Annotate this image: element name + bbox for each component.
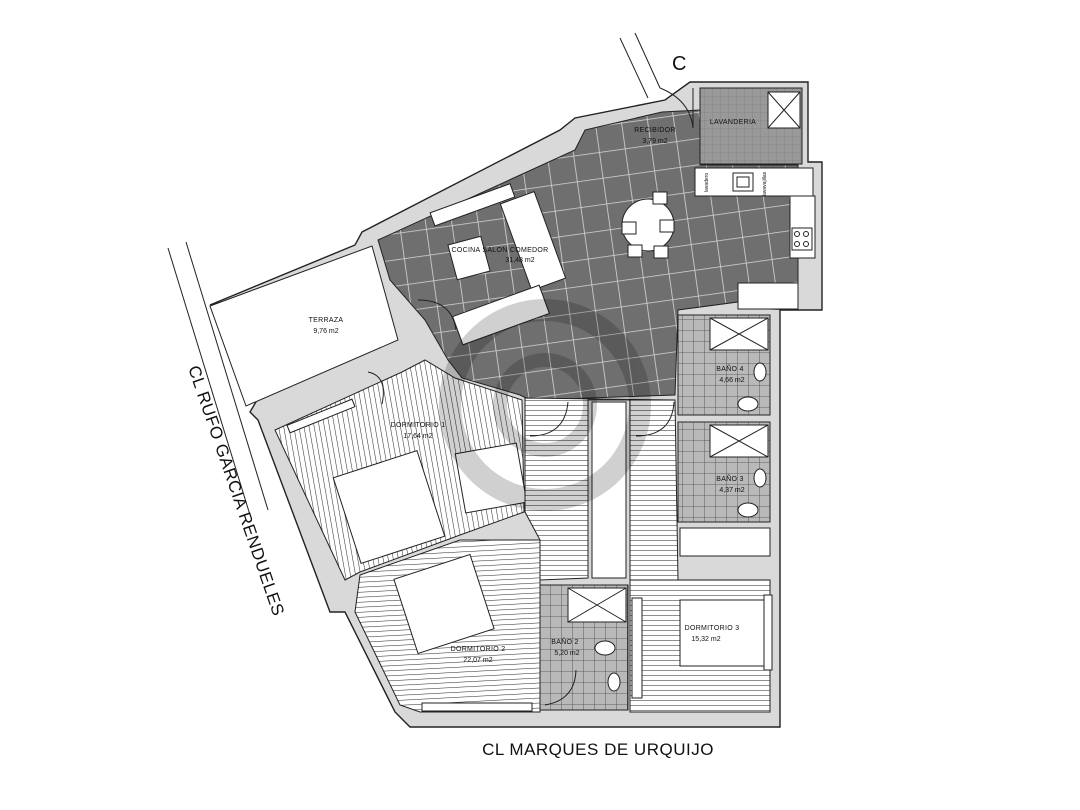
label-lavadero: lavadero [704,173,710,192]
coffee-table [447,235,491,281]
street-label-bottom: CL MARQUES DE URQUIJO [482,740,714,759]
svg-text:22,07 m2: 22,07 m2 [463,657,492,664]
fridge [737,282,799,310]
terrace-door-swing [417,299,457,331]
label-dormitorio1: DORMITORIO 1 [391,422,446,429]
bedroom2-window [421,702,533,712]
tv-cabinet [429,183,516,227]
bedroom1-bed [332,449,446,565]
sofa-bottom [452,284,550,346]
svg-text:3,79 m2: 3,79 m2 [642,138,667,145]
svg-text:4,66 m2: 4,66 m2 [719,377,744,384]
terrace-floor [209,245,399,407]
label-bano3: BAÑO 3 [716,474,743,483]
bedroom1-wardrobe [454,442,528,514]
corridor-floor [524,397,679,581]
bedroom3-bed [679,599,769,667]
label-bano4: BAÑO 4 [716,364,743,373]
bedroom3-window [763,594,773,671]
label-cocina: COCINA SALON COMEDOR [451,247,548,254]
bath4-toilet [737,396,759,412]
bath3-sink [753,468,767,488]
bath2-door-swing [544,669,577,706]
north-marker: C [672,53,686,75]
svg-text:15,32 m2: 15,32 m2 [691,636,720,643]
bath2-sink [607,672,621,692]
bath2-toilet [594,640,616,656]
bath3-toilet [737,502,759,518]
bedroom1-door-swing [367,371,384,405]
label-dormitorio3: DORMITORIO 3 [685,625,740,632]
svg-text:17,64 m2: 17,64 m2 [403,433,432,440]
bath4-sink [753,362,767,382]
street-boundary-left [167,241,269,516]
label-recibidor: RECIBIDOR [634,127,676,134]
label-lavavajillas: lavavajillas [762,171,768,196]
label-bano2: BAÑO 2 [551,637,578,646]
cooktop-icon [791,227,813,251]
closet-between-baths [679,527,771,557]
svg-text:4,37 m2: 4,37 m2 [719,487,744,494]
bedroom2-bed [393,553,495,655]
label-dormitorio2: DORMITORIO 2 [451,646,506,653]
room-labels: RECIBIDOR 3,79 m2 LAVANDERIA COCINA SALO… [309,119,756,664]
kitchen-counter [694,167,814,197]
svg-text:5,20 m2: 5,20 m2 [554,650,579,657]
label-lavanderia: LAVANDERIA [710,119,756,126]
bedroom1-window-sill [286,398,356,434]
svg-text:31,48 m2: 31,48 m2 [505,257,534,264]
entrance-door-swing [659,87,694,129]
sofa-right [499,190,567,292]
street-boundary-top [619,32,661,99]
corridor-door-swing-1 [529,401,569,437]
bedroom3-wardrobe [631,597,643,699]
corridor-wall-core [591,401,627,579]
watermark-logo [439,299,651,511]
svg-text:9,76 m2: 9,76 m2 [313,328,338,335]
label-terraza: TERRAZA [309,317,344,324]
corridor-door-swing-2 [635,401,675,437]
